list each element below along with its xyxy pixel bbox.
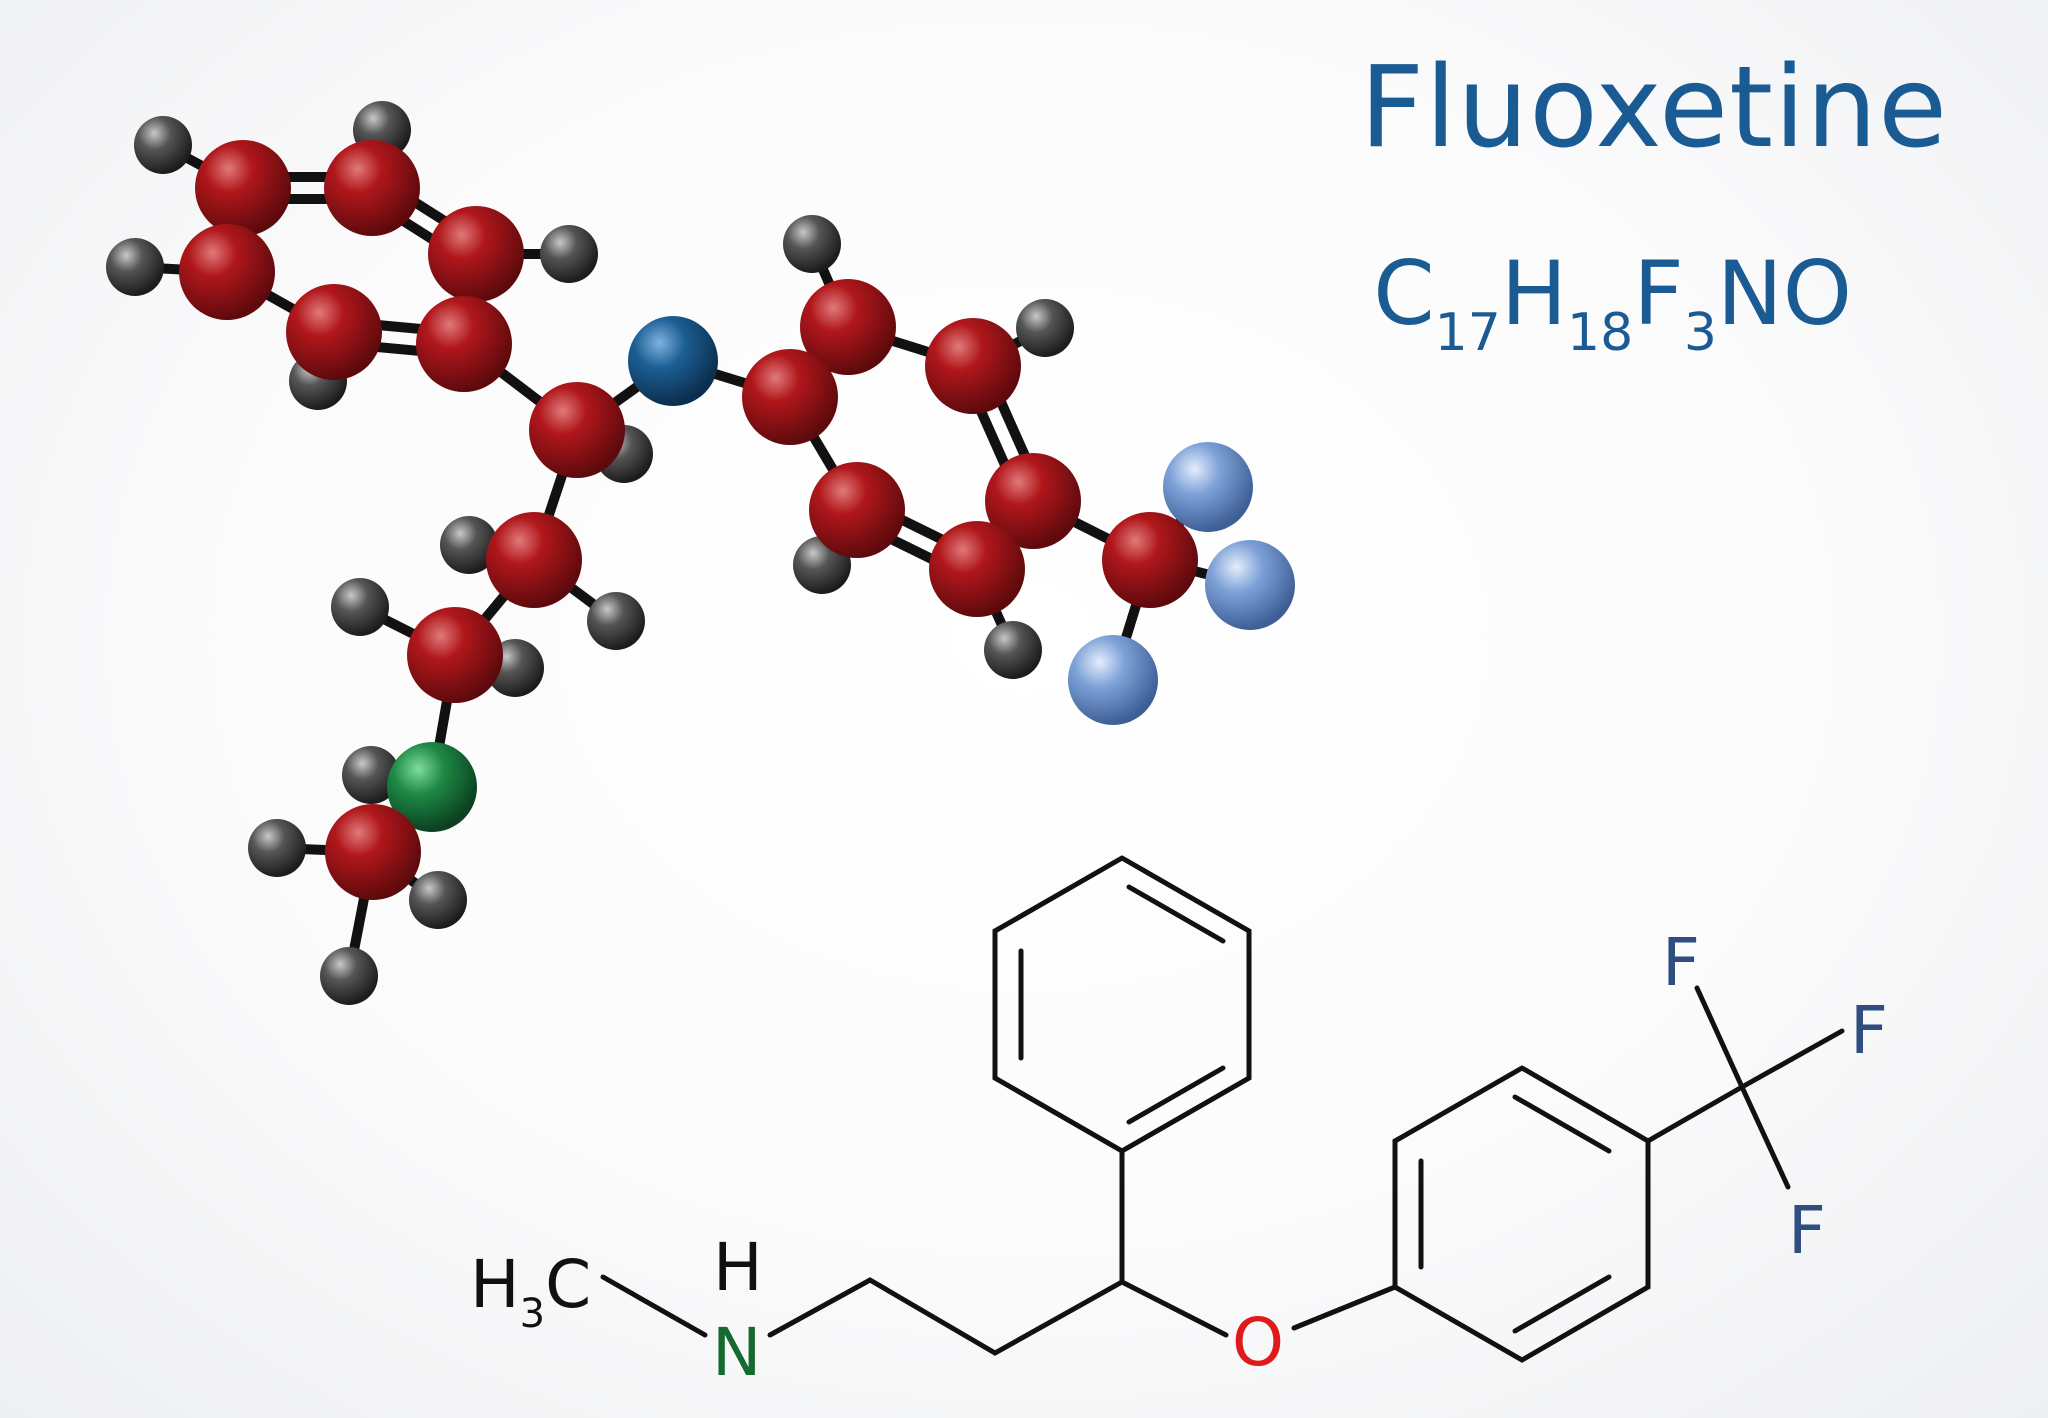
carbon-atom: [809, 462, 905, 558]
carbon-atom: [929, 521, 1025, 617]
carbon-atom: [407, 607, 503, 703]
carbon-atom: [1102, 512, 1198, 608]
fluorine-atom: [1205, 540, 1295, 630]
model-atoms: [106, 101, 1295, 1005]
carbon-atom: [742, 349, 838, 445]
hydrogen-atom: [783, 215, 841, 273]
carbon-atom: [486, 512, 582, 608]
hydrogen-atom: [409, 871, 467, 929]
carbon-atom: [529, 382, 625, 478]
hydrogen-atom: [248, 819, 306, 877]
hydrogen-atom: [331, 578, 389, 636]
trifluoromethyl-bonds: [1645, 985, 1845, 1190]
carbon-atom: [925, 318, 1021, 414]
formula-symbol: H: [1500, 242, 1568, 345]
hydrogen-atom: [106, 238, 164, 296]
formula-symbol: F: [1633, 242, 1684, 345]
formula-symbol: NO: [1716, 242, 1852, 345]
methyl-label: H3C: [470, 1246, 591, 1337]
molecule-title: Fluoxetine: [1359, 43, 1948, 173]
methyl-subscript: 3: [520, 1291, 545, 1337]
amine-nitrogen-label: N: [712, 1314, 761, 1391]
carbon-atom: [286, 284, 382, 380]
formula-count: 18: [1567, 303, 1634, 363]
carbon-atom: [195, 140, 291, 236]
methyl-c: C: [545, 1246, 591, 1323]
fluorine-label: F: [1662, 924, 1700, 1001]
phenyl-ring: [992, 855, 1252, 1154]
carbon-atom: [800, 279, 896, 375]
methyl-h: H: [470, 1246, 520, 1323]
alkyl-chain: [600, 1148, 1398, 1356]
oxygen-atom: [628, 316, 718, 406]
fluorine-atom: [1163, 442, 1253, 532]
carbon-atom: [324, 140, 420, 236]
carbon-atom: [179, 224, 275, 320]
hydrogen-atom: [1016, 299, 1074, 357]
nitrogen-atom: [387, 742, 477, 832]
hydrogen-atom: [320, 947, 378, 1005]
formula-count: 17: [1434, 303, 1501, 363]
hydrogen-atom: [587, 592, 645, 650]
formula-symbol: C: [1373, 242, 1435, 345]
carbon-atom: [428, 206, 524, 302]
fluorine-label: F: [1850, 992, 1888, 1069]
formula-count: 3: [1683, 303, 1717, 363]
hydrogen-atom: [342, 746, 400, 804]
hydrogen-atom: [134, 116, 192, 174]
carbon-atom: [985, 453, 1081, 549]
hydrogen-atom: [540, 225, 598, 283]
hydrogen-atom: [440, 516, 498, 574]
molecular-formula: C17H18F3NO: [1373, 250, 1852, 360]
carbon-atom: [416, 296, 512, 392]
oxygen-label: O: [1232, 1304, 1284, 1381]
hydrogen-atom: [984, 621, 1042, 679]
carbon-atom: [325, 804, 421, 900]
fluorine-label: F: [1788, 1192, 1826, 1269]
aryl-ring: [1392, 1065, 1651, 1363]
amine-hydrogen-label: H: [713, 1229, 763, 1306]
fluorine-atom: [1068, 635, 1158, 725]
